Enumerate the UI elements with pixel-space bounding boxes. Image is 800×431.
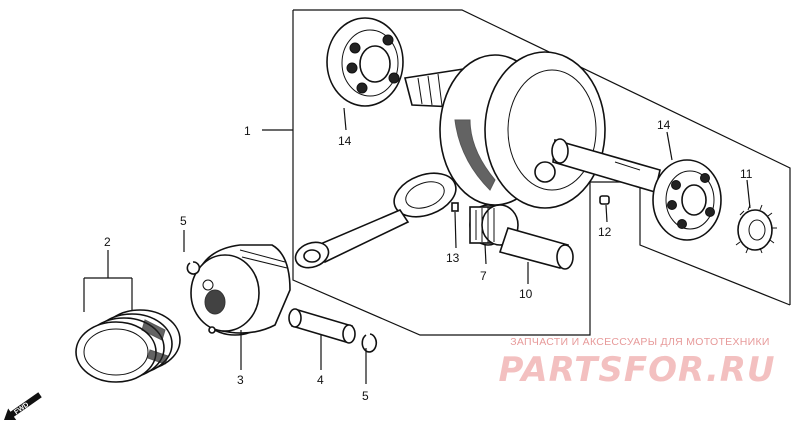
callout-12: 12	[598, 225, 612, 239]
crankshaft	[404, 51, 661, 209]
callout-3: 3	[237, 373, 244, 387]
needle-bearing	[469, 204, 519, 246]
bearing-left	[326, 17, 404, 107]
woodruff-key-12	[599, 195, 610, 205]
callout-13: 13	[446, 251, 460, 265]
connecting-rod	[294, 172, 457, 269]
callout-1: 1	[244, 124, 251, 138]
piston	[190, 244, 291, 336]
piston-rings	[75, 309, 181, 383]
watermark-subtitle: ЗАПЧАСТИ И АКСЕССУАРЫ ДЛЯ МОТОТЕХНИКИ	[510, 336, 770, 348]
callout-7: 7	[480, 269, 487, 283]
callout-2: 2	[104, 235, 111, 249]
callout-14-left: 14	[338, 134, 352, 148]
bearing-right	[652, 159, 722, 241]
leader-lines	[83, 107, 751, 384]
callout-11: 11	[740, 167, 753, 181]
callout-14-right: 14	[657, 118, 671, 132]
drive-gear-11	[735, 204, 777, 254]
callout-10: 10	[519, 287, 533, 301]
forward-arrow-icon: FWD	[4, 392, 42, 420]
callout-5-upper: 5	[180, 214, 187, 228]
forward-label: FWD	[13, 401, 30, 416]
watermark-brand: PARTSFOR.RU	[498, 350, 776, 390]
crank-pin	[498, 227, 574, 270]
crankshaft-assembly-bracket	[292, 9, 791, 336]
piston-pin	[288, 308, 356, 344]
crank-key-13	[451, 202, 459, 212]
circlip-lower	[361, 333, 378, 353]
callout-5-lower: 5	[362, 389, 369, 403]
circlip-upper	[186, 261, 201, 275]
callout-4: 4	[317, 373, 324, 387]
